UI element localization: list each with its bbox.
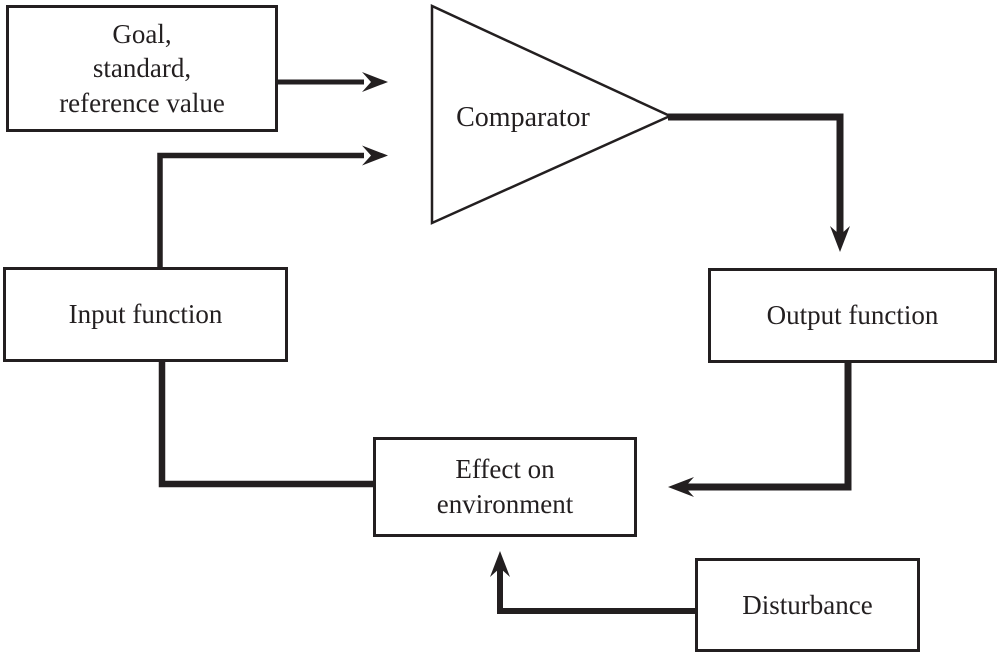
- node-effect-line-2: environment: [436, 489, 574, 519]
- arrowhead-comparator-to-output-icon: [830, 226, 850, 252]
- comparator-triangle-shape: [430, 4, 674, 225]
- node-goal: Goal, standard, reference value: [6, 5, 278, 132]
- node-input-label: Input function: [68, 299, 223, 330]
- edge-input-to-comparator: [157, 152, 364, 268]
- edge-comparator-to-output: [668, 113, 844, 240]
- node-goal-line-2: standard,: [92, 53, 192, 84]
- edge-output-to-effect: [682, 362, 852, 491]
- node-goal-line-3: reference value: [59, 87, 225, 118]
- arrowhead-goal-to-comparator-icon: [362, 72, 388, 92]
- edge-input-effect-connector: [158, 360, 374, 488]
- node-input-function: Input function: [3, 267, 288, 362]
- arrowhead-output-to-effect-icon: [668, 477, 694, 497]
- edge-disturbance-to-effect: [497, 566, 696, 614]
- node-output-label: Output function: [766, 300, 939, 331]
- node-goal-line-1: Goal,: [112, 18, 172, 49]
- node-output-function: Output function: [708, 268, 997, 363]
- arrowhead-disturbance-to-effect-icon: [490, 551, 510, 577]
- node-comparator-label: Comparator: [456, 102, 590, 133]
- node-disturbance-label: Disturbance: [742, 589, 873, 620]
- arrowhead-input-to-comparator-icon: [362, 145, 388, 166]
- node-effect-line-1: Effect on: [455, 454, 555, 485]
- node-effect-on-environment: Effect on environment: [373, 437, 637, 537]
- node-disturbance: Disturbance: [695, 558, 920, 652]
